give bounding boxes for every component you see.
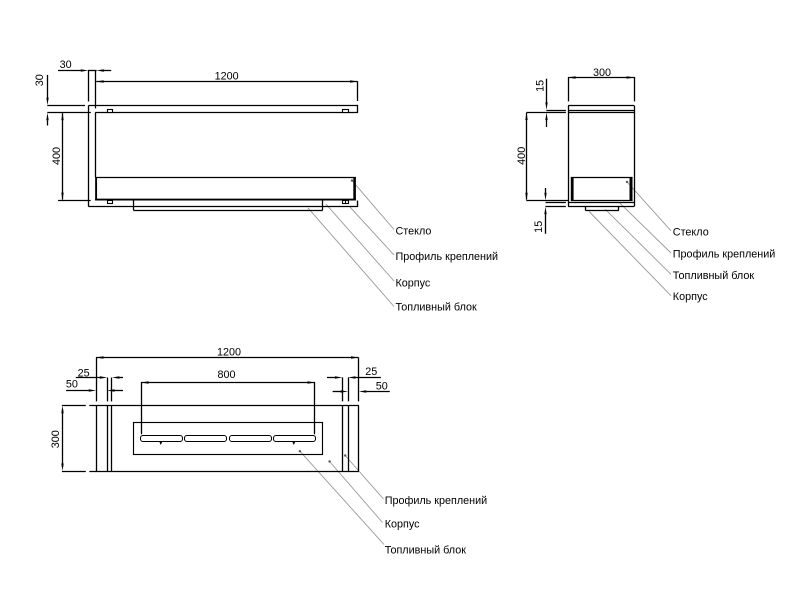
svg-text:15: 15 [533, 221, 545, 233]
svg-text:400: 400 [51, 147, 63, 165]
svg-text:800: 800 [217, 369, 235, 381]
svg-text:25: 25 [78, 367, 90, 379]
svg-text:300: 300 [50, 430, 62, 448]
svg-text:400: 400 [516, 147, 528, 165]
svg-text:30: 30 [60, 59, 72, 71]
svg-text:1200: 1200 [215, 71, 239, 83]
svg-text:Стекло: Стекло [396, 225, 432, 237]
svg-text:30: 30 [34, 74, 46, 86]
svg-text:Корпус: Корпус [396, 278, 431, 290]
svg-text:Профиль креплений: Профиль креплений [396, 251, 499, 263]
svg-text:15: 15 [534, 80, 546, 92]
svg-text:Топливный блок: Топливный блок [385, 544, 467, 556]
svg-text:Профиль креплений: Профиль креплений [673, 249, 776, 261]
svg-text:1200: 1200 [217, 346, 241, 358]
svg-text:Стекло: Стекло [673, 226, 709, 238]
svg-text:50: 50 [376, 381, 388, 393]
svg-text:Профиль креплений: Профиль креплений [385, 495, 488, 507]
svg-text:Корпус: Корпус [673, 291, 708, 303]
svg-text:300: 300 [593, 67, 611, 79]
svg-text:Корпус: Корпус [385, 518, 420, 530]
svg-text:50: 50 [66, 379, 78, 391]
svg-text:25: 25 [365, 366, 377, 378]
svg-text:Топливный блок: Топливный блок [396, 301, 478, 313]
svg-text:Топливный блок: Топливный блок [673, 270, 755, 282]
